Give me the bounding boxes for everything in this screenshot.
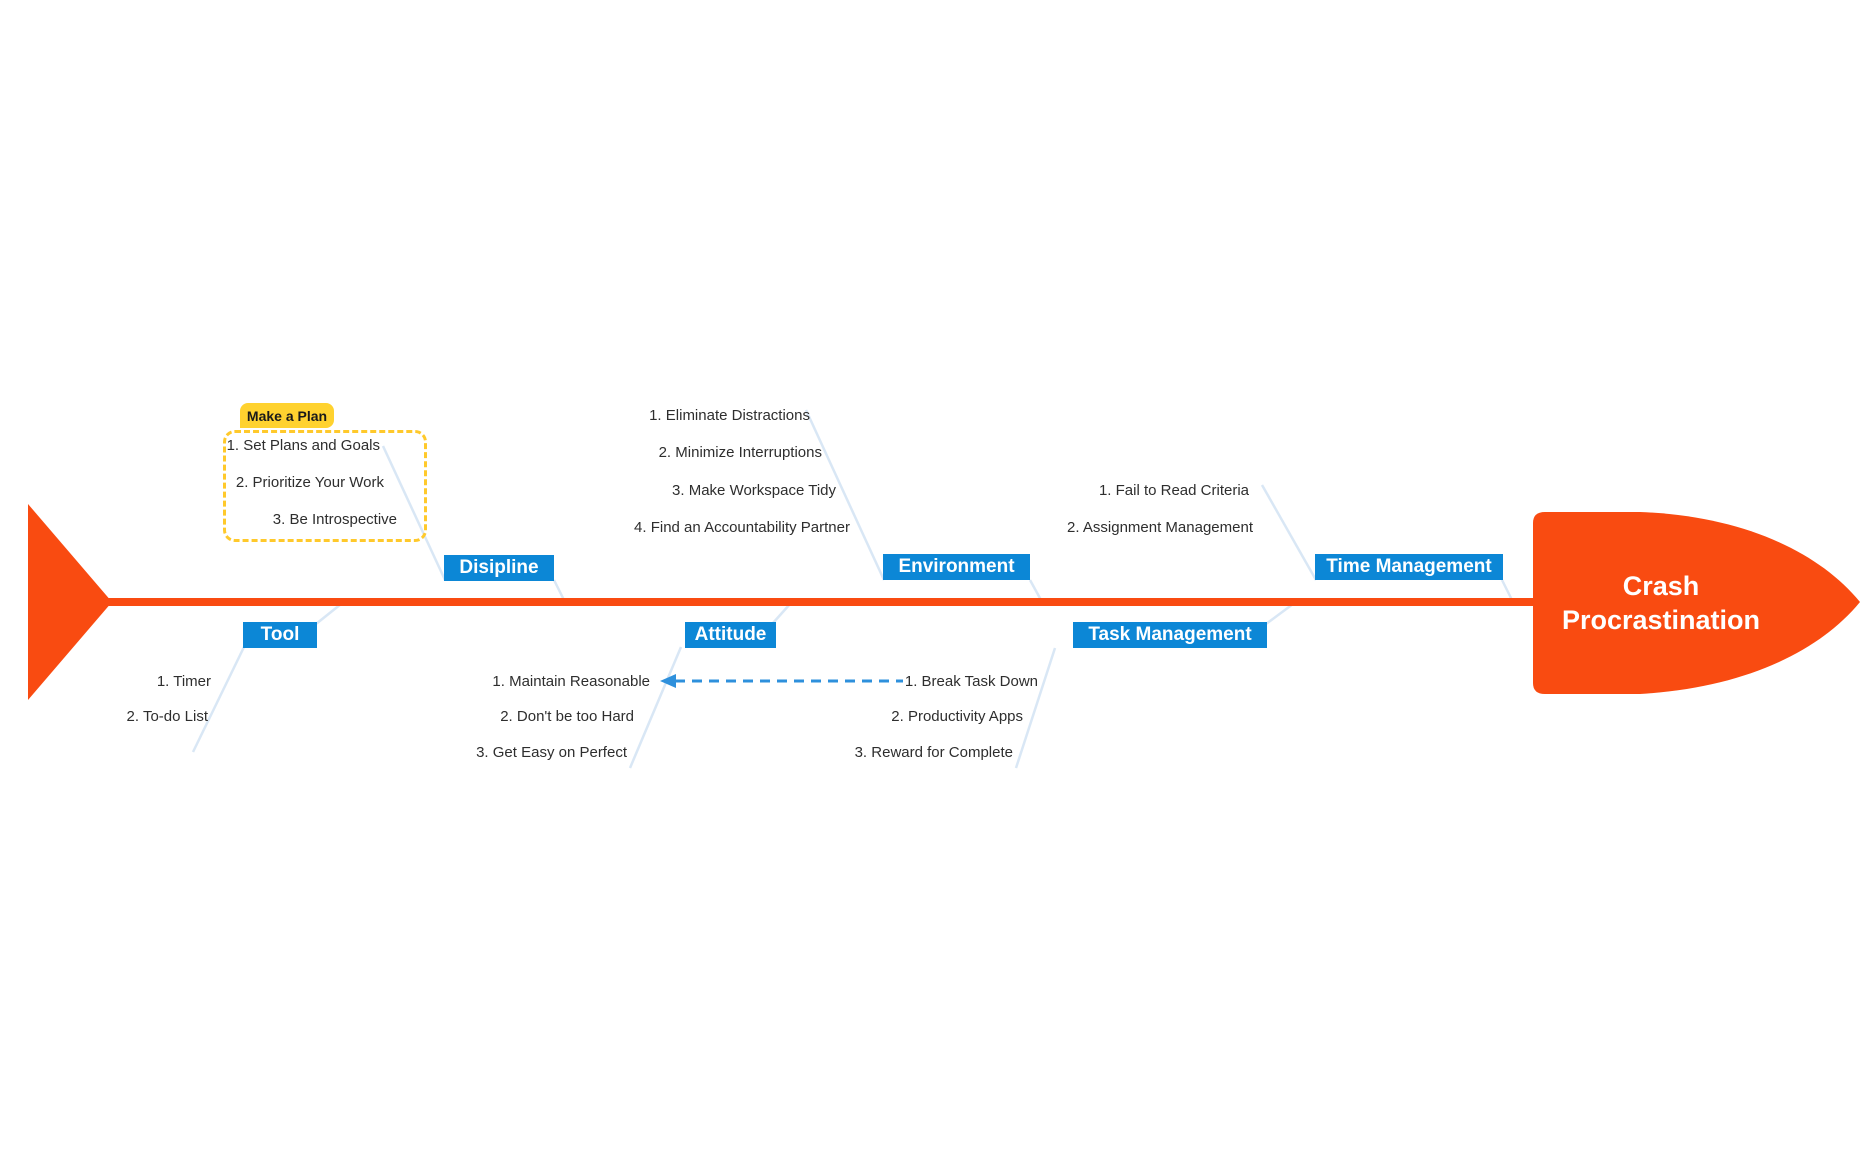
note-box[interactable]	[223, 430, 427, 542]
note-tab-make-a-plan[interactable]: Make a Plan	[240, 403, 334, 428]
diagram-title: Crash Procrastination	[1533, 569, 1789, 637]
cause-item[interactable]: 2. Don't be too Hard	[500, 708, 634, 725]
cause-item[interactable]: 2. Assignment Management	[1067, 519, 1253, 536]
cause-item[interactable]: 3. Get Easy on Perfect	[476, 744, 627, 761]
bone-environment-exit	[1028, 579, 1043, 601]
branch-label-task-management[interactable]: Task Management	[1073, 622, 1267, 648]
cause-item[interactable]: 2. Minimize Interruptions	[658, 444, 822, 461]
diagram-title-line2: Procrastination	[1561, 605, 1761, 635]
note-item[interactable]: 3. Be Introspective	[272, 511, 397, 528]
fish-tail[interactable]	[28, 504, 112, 700]
note-item[interactable]: 1. Set Plans and Goals	[226, 437, 380, 454]
fish-spine	[100, 598, 1545, 606]
cause-item[interactable]: 1. Maintain Reasonable	[492, 673, 650, 690]
bone-attitude-entry	[772, 603, 791, 624]
bone-time-exit	[1500, 579, 1514, 601]
note-item[interactable]: 2. Prioritize Your Work	[235, 474, 384, 491]
cause-item[interactable]: 4. Find an Accountability Partner	[634, 519, 850, 536]
bone-tool-entry	[315, 603, 342, 625]
cause-item[interactable]: 1. Eliminate Distractions	[649, 407, 810, 424]
cause-item[interactable]: 1. Timer	[156, 673, 211, 690]
cause-item[interactable]: 3. Reward for Complete	[854, 744, 1013, 761]
branch-label-disipline[interactable]: Disipline	[444, 555, 554, 581]
bone-task-exit	[1014, 647, 1057, 769]
fish-head[interactable]	[1533, 512, 1860, 694]
cause-item[interactable]: 3. Make Workspace Tidy	[672, 482, 836, 499]
bone-disipline-main	[381, 445, 447, 581]
branch-label-tool[interactable]: Tool	[243, 622, 317, 648]
relation-arrow-head-icon	[660, 674, 676, 688]
cause-item[interactable]: 1. Break Task Down	[904, 673, 1038, 690]
cause-item[interactable]: 2. Productivity Apps	[891, 708, 1023, 725]
bone-attitude-exit	[628, 646, 683, 769]
branch-label-attitude[interactable]: Attitude	[685, 622, 776, 648]
cause-item[interactable]: 2. To-do List	[126, 708, 208, 725]
bone-disipline-exit	[552, 579, 566, 601]
bone-environment-main	[804, 409, 886, 581]
bone-time-main	[1260, 484, 1318, 581]
branch-label-environment[interactable]: Environment	[883, 554, 1030, 580]
cause-item[interactable]: 1. Fail to Read Criteria	[1098, 482, 1249, 499]
bone-task-entry	[1265, 602, 1294, 626]
diagram-title-line1: Crash	[1622, 571, 1700, 601]
bone-tool-exit	[191, 646, 246, 753]
branch-label-time-management[interactable]: Time Management	[1315, 554, 1503, 580]
